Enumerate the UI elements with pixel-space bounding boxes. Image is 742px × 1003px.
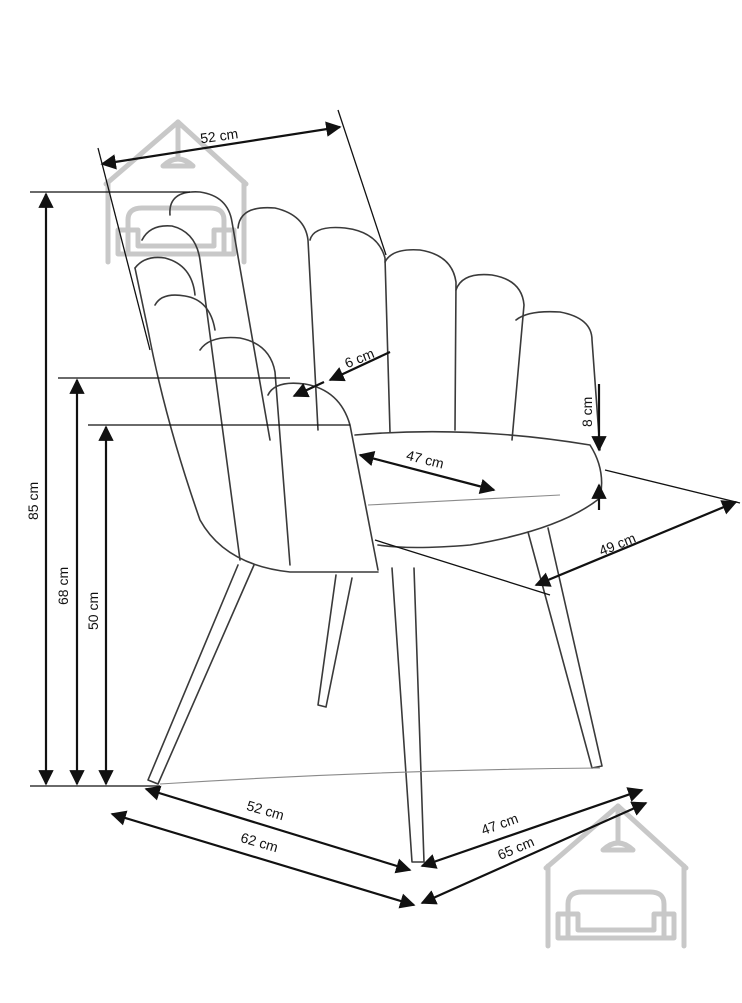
dimension-lines [30,109,741,909]
chair-sketch [134,191,603,863]
label-top-width: 52 cm [199,125,239,146]
label-armrest-height: 68 cm [55,567,71,605]
label-seat-cushion: 8 cm [579,397,595,427]
label-armrest-depth: 49 cm [597,530,638,559]
label-seat-height: 50 cm [85,592,101,630]
label-total-height: 85 cm [25,482,41,520]
home-sofa-icon [543,803,689,949]
label-overall-width: 62 cm [239,829,280,855]
label-base-width: 52 cm [245,797,286,823]
